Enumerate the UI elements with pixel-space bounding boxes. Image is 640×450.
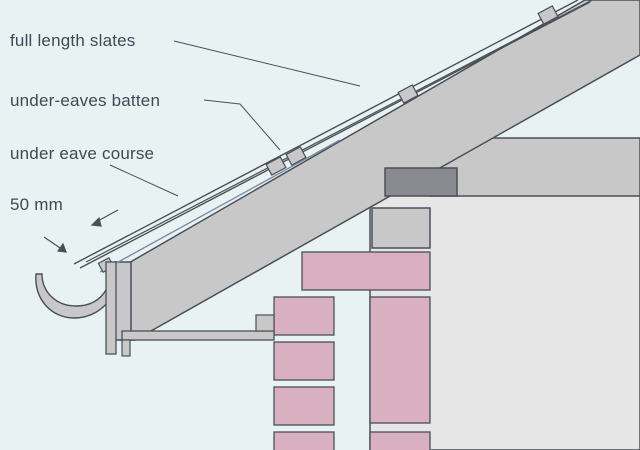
timber-block: [384, 167, 458, 197]
slate-courses: [73, 0, 594, 273]
label-under-eaves-batten: under-eaves batten: [10, 91, 161, 110]
brickwork: [273, 251, 431, 450]
leader-lines: [109, 40, 361, 197]
label-full-length-slates: full length slates: [10, 31, 136, 50]
bracket-post: [121, 339, 131, 357]
bracket-end-block: [255, 314, 275, 332]
gutter: [35, 273, 113, 319]
wall-plate: [371, 207, 431, 249]
fascia-board: [114, 261, 132, 341]
soffit-bracket: [121, 330, 275, 341]
label-dimension-50mm: 50 mm: [10, 195, 63, 214]
label-under-eave-course: under eave course: [10, 144, 155, 163]
gutter-bracket: [105, 261, 117, 355]
dimension-arrows: [43, 209, 119, 253]
